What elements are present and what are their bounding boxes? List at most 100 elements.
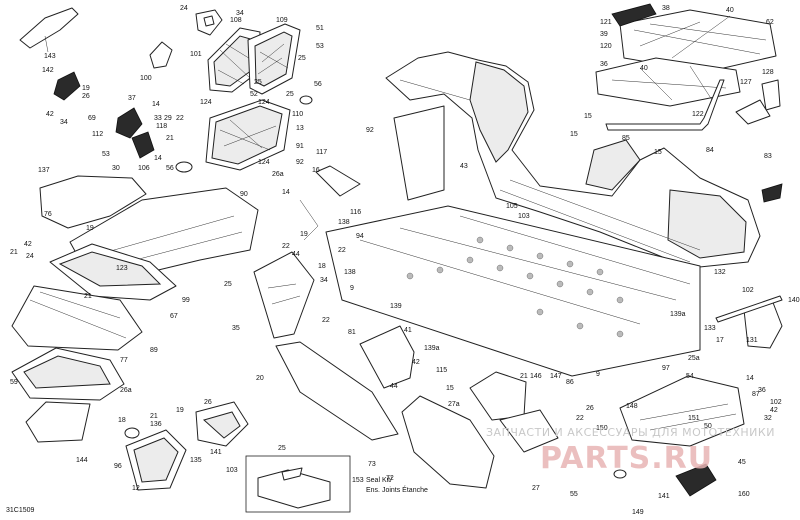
part-140-rod — [715, 295, 783, 323]
callout: 87 — [752, 391, 760, 398]
callout: 69 — [88, 115, 96, 122]
callout: 100 — [140, 75, 152, 82]
callout: 21 — [84, 293, 92, 300]
callout: 26 — [82, 93, 90, 100]
callout: 76 — [44, 211, 52, 218]
callout: 35 — [232, 325, 240, 332]
callout: 59 — [10, 379, 18, 386]
callout: 146 — [530, 373, 542, 380]
callout: 67 — [170, 313, 178, 320]
callout: 55 — [570, 491, 578, 498]
callout: 86 — [566, 379, 574, 386]
callout: 14 — [282, 189, 290, 196]
callout: 106 — [138, 165, 150, 172]
part-121-bag — [611, 3, 657, 27]
callout: 117 — [316, 149, 327, 156]
callout: 22 — [322, 317, 330, 324]
callout: 22 — [338, 247, 346, 254]
callout: 123 — [116, 265, 128, 272]
part-142-clip — [53, 71, 81, 101]
callout: 25 — [224, 281, 232, 288]
callout: 147 — [550, 373, 562, 380]
callout: 73 — [368, 461, 376, 468]
callout: 38 — [662, 5, 670, 12]
callout: 144 — [76, 457, 88, 464]
callout: 42 — [24, 241, 32, 248]
callout: 116 — [350, 209, 361, 216]
part-62-rear-rack — [619, 9, 777, 73]
callout: 149 — [632, 509, 644, 516]
callout: 110 — [292, 111, 303, 118]
callout: 139 — [390, 303, 402, 310]
callout: 151 — [688, 415, 700, 422]
part-92-panel — [393, 105, 445, 201]
callout: 51 — [316, 25, 324, 32]
callout: 18 — [318, 263, 326, 270]
callout: 142 — [42, 67, 54, 74]
callout: 120 — [600, 43, 612, 50]
callout: 42 — [46, 111, 54, 118]
callout: 139a — [424, 345, 440, 352]
callout: 24 — [26, 253, 34, 260]
callout: 12 — [132, 485, 140, 492]
callout: 121 — [600, 19, 612, 26]
part-72-skid — [675, 463, 717, 497]
callout: 62 — [766, 19, 774, 26]
callout: 13 — [296, 125, 304, 132]
callout: 139a — [670, 311, 686, 318]
part-149-cap — [613, 469, 627, 479]
callout: 105 — [506, 203, 518, 210]
callout-labels: 143 24 34 101 108 109 51 53 25 56 142 19… — [10, 5, 800, 516]
seal-kit-label-fr: Ens. Joints Étanche — [366, 485, 428, 494]
callout: 19 — [176, 407, 184, 414]
callout: 21 — [150, 413, 158, 420]
part-101-bracket — [195, 9, 223, 36]
callout: 92 — [366, 127, 374, 134]
callout: 85 — [622, 135, 630, 142]
callout: 97 — [662, 365, 670, 372]
callout: 34 — [320, 277, 328, 284]
callout: 9 — [596, 371, 600, 378]
part-136-cover — [195, 401, 249, 447]
callout: 124 — [200, 99, 212, 106]
callout: 115 — [436, 367, 447, 374]
part-91-duct-assembly — [205, 99, 291, 171]
callout: 19 — [82, 85, 90, 92]
part-112-bracket — [115, 107, 143, 139]
watermark-tagline: ЗАПЧАСТИ И АКСЕССУАРЫ ДЛЯ МОТОТЕХНИКИ — [486, 426, 775, 439]
seal-kit-label-en: Seal Kit/ — [366, 477, 392, 484]
callout: 102 — [770, 399, 782, 406]
callout: 90 — [240, 191, 248, 198]
callout: 22 — [176, 115, 184, 122]
callout: 25 — [298, 55, 306, 62]
part-73-lower-panel — [401, 395, 495, 489]
part-97-step-panel — [619, 375, 745, 447]
callout: 148 — [626, 403, 638, 410]
callout: 19 — [300, 231, 308, 238]
part-rear-body-frame — [385, 51, 761, 269]
callout: 122 — [692, 111, 704, 118]
callout: 124 — [258, 99, 270, 106]
callout: 26a — [272, 171, 284, 178]
callout: 44 — [390, 383, 398, 390]
callout: 15 — [584, 113, 592, 120]
part-143-trim-strip — [19, 7, 79, 53]
part-100-small-bracket — [149, 41, 173, 69]
callout: 20 — [256, 375, 264, 382]
callout: 21 — [166, 135, 174, 142]
callout: 34 — [60, 119, 68, 126]
callout: 108 — [230, 17, 242, 24]
callout: 103 — [518, 213, 530, 220]
part-106-bracket — [131, 131, 155, 159]
callout: 26 — [204, 399, 212, 406]
part-94-stay — [299, 165, 361, 241]
callout: 92 — [296, 159, 304, 166]
callout: 24 — [180, 5, 188, 12]
callout: 14 — [746, 375, 754, 382]
callout: 53 — [102, 151, 110, 158]
part-25-door-panel — [253, 251, 315, 339]
callout: 103 — [226, 467, 238, 474]
seal-kit-number: 153 — [352, 477, 364, 484]
callout: 34 — [236, 10, 244, 17]
callout: 44 — [292, 251, 300, 258]
